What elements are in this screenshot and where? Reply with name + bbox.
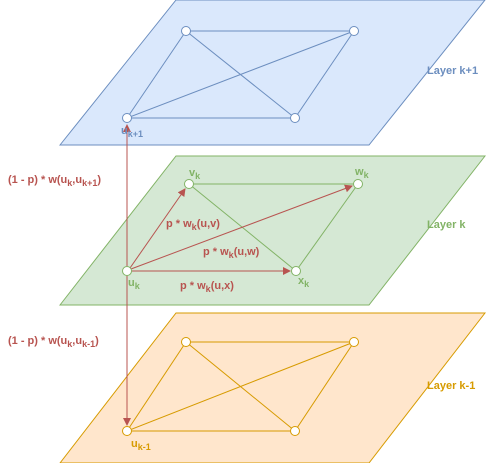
edge-label-uw: p * wk(u,w)	[203, 246, 260, 260]
node-bot-2	[181, 337, 191, 347]
layer-top-label: Layer k+1	[427, 65, 478, 77]
edge-label-down: (1 - p) * w(uk,uk-1)	[8, 335, 99, 349]
layer-mid	[58, 155, 486, 306]
layer-top	[58, 0, 486, 146]
node-bot-4	[290, 426, 300, 436]
node-v	[184, 179, 194, 189]
layer-bot	[59, 312, 486, 463]
arrow-uv	[129, 188, 186, 269]
layer-mid-label: Layer k	[427, 219, 466, 231]
edge-label-uv: p * wk(u,v)	[166, 218, 220, 232]
node-top-2	[181, 26, 191, 36]
layer-bot-edges	[126, 341, 355, 432]
layer-top-plane	[58, 0, 486, 146]
layer-bot-label: Layer k-1	[427, 380, 475, 392]
layer-mid-plane	[58, 155, 486, 306]
node-top-4	[290, 113, 300, 123]
node-x	[291, 266, 301, 276]
layer-mid-nodes	[122, 179, 363, 276]
weighted-arrows	[123, 124, 353, 426]
node-label-w: wk	[354, 166, 370, 180]
node-top-3	[349, 26, 359, 36]
edge-label-up: (1 - p) * w(uk,uk+1)	[8, 174, 101, 188]
edge-label-ux: p * wk(u,x)	[180, 280, 234, 294]
node-label-u-bot: uk-1	[131, 438, 151, 452]
arrow-uw	[130, 184, 353, 270]
layer-bot-plane	[59, 312, 486, 463]
node-u-mid	[122, 266, 132, 276]
node-label-v: vk	[189, 167, 201, 181]
node-label-u-mid: uk	[128, 277, 141, 291]
layer-top-edges	[126, 30, 355, 119]
node-label-u-top: uk+1	[121, 125, 143, 139]
layer-top-nodes	[122, 26, 359, 123]
layer-bot-nodes	[122, 337, 359, 436]
node-label-x: xk	[298, 275, 310, 289]
node-u-top	[122, 113, 132, 123]
node-bot-3	[349, 337, 359, 347]
node-w	[353, 179, 363, 189]
node-u-bot	[122, 426, 132, 436]
